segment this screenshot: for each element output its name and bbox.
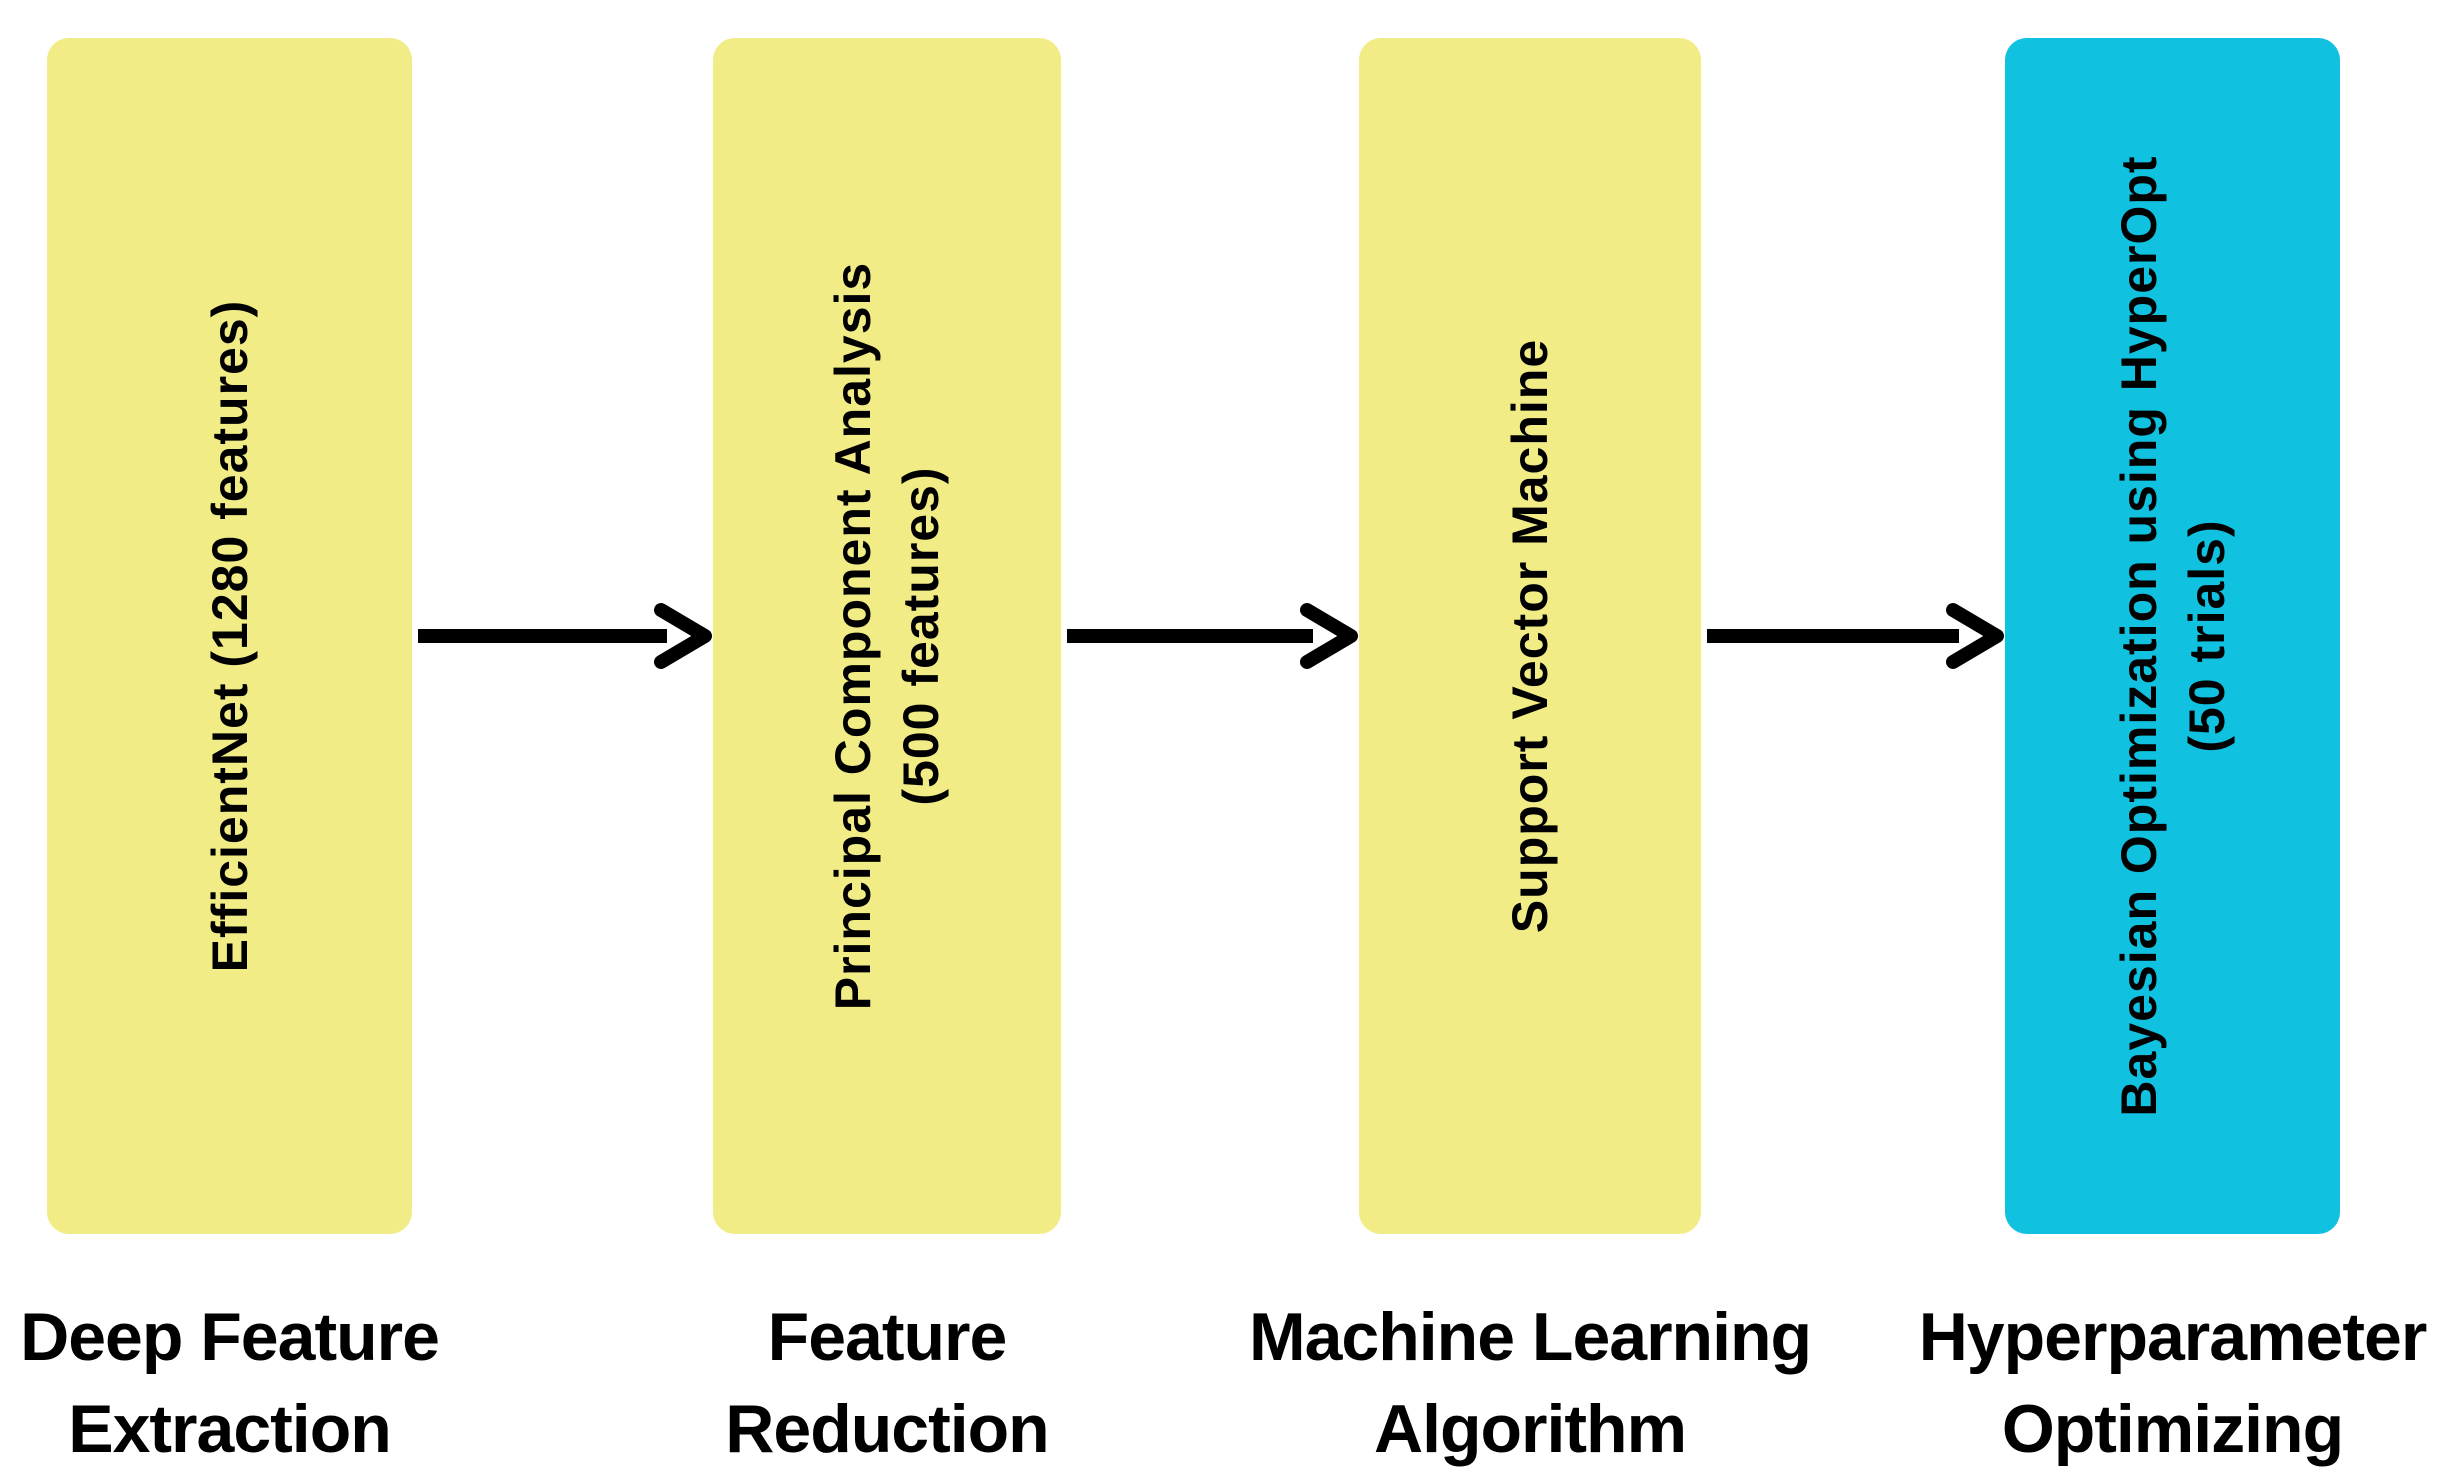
flow-arrow-2	[1067, 603, 1358, 669]
stage-label-machine-learning-algorithm: Machine Learning Algorithm	[1248, 1299, 1812, 1467]
stage-hyperparameter-optimizing: Bayesian Optimization using HyperOpt (50…	[1919, 38, 2427, 1476]
stage-box-efficientnet: EfficientNet (1280 features)	[47, 38, 412, 1234]
stage-box-text-efficientnet: EfficientNet (1280 features)	[201, 299, 258, 973]
stage-label-deep-feature-extraction: Deep Feature Extraction	[20, 1299, 440, 1467]
stage-label-hyperparameter-optimizing: Hyperparameter Optimizing	[1918, 1299, 2428, 1467]
arrow-head	[1300, 603, 1358, 669]
stage-box-text-bayesian-optimization: Bayesian Optimization using HyperOpt (50…	[2110, 155, 2235, 1117]
stage-deep-feature-extraction: EfficientNet (1280 features) Deep Featur…	[20, 38, 440, 1476]
stage-machine-learning-algorithm: Support Vector Machine Machine Learning …	[1249, 38, 1812, 1476]
stage-box-text-svm: Support Vector Machine	[1502, 338, 1558, 934]
stage-box-text-pca: Principal Component Analysis (500 featur…	[825, 261, 949, 1011]
arrow-head	[1946, 603, 2004, 669]
stage-label-feature-reduction: Feature Reduction	[725, 1299, 1049, 1467]
stage-box-pca: Principal Component Analysis (500 featur…	[713, 38, 1061, 1234]
flow-arrow-1	[418, 603, 712, 669]
arrow-head	[654, 603, 712, 669]
stage-box-svm: Support Vector Machine	[1359, 38, 1701, 1234]
flow-arrow-3	[1707, 603, 2004, 669]
stage-feature-reduction: Principal Component Analysis (500 featur…	[713, 38, 1061, 1476]
stage-box-bayesian-optimization: Bayesian Optimization using HyperOpt (50…	[2005, 38, 2340, 1234]
